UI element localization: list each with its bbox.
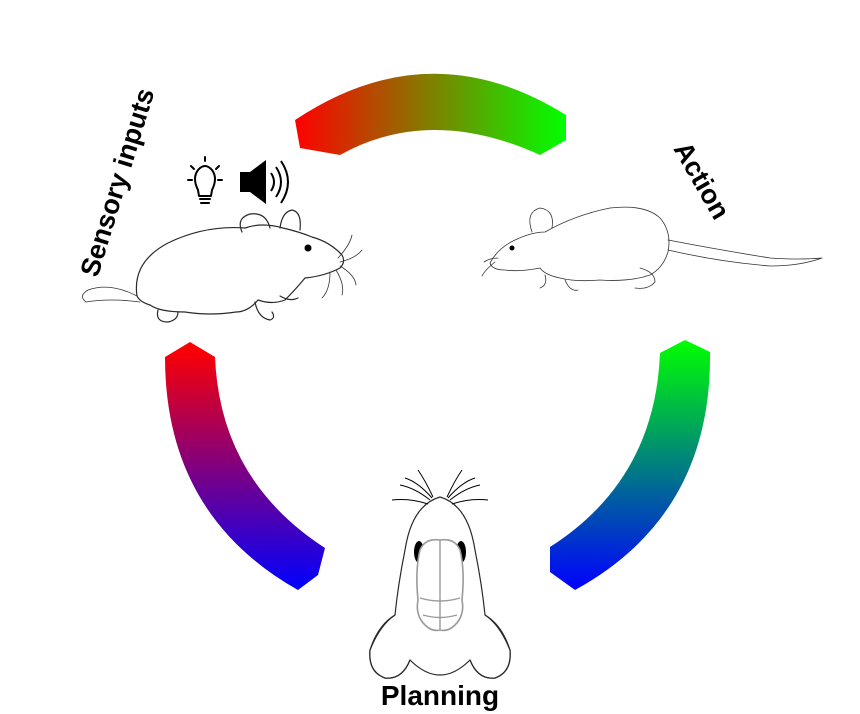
sensing-mouse-drawing [82, 209, 363, 323]
planning-label: Planning [381, 680, 499, 711]
speaker-icon [240, 160, 289, 204]
action-label: Action [668, 137, 736, 225]
arc-sensory-to-planning [165, 342, 325, 590]
acting-mouse-drawing [481, 206, 823, 291]
light-bulb-icon [187, 156, 223, 204]
planning-mouse-head-drawing [369, 469, 511, 679]
sensory-inputs-label: Sensory inputs [75, 85, 161, 280]
arc-action-to-planning [550, 340, 711, 590]
arc-sensory-to-action [295, 73, 566, 155]
